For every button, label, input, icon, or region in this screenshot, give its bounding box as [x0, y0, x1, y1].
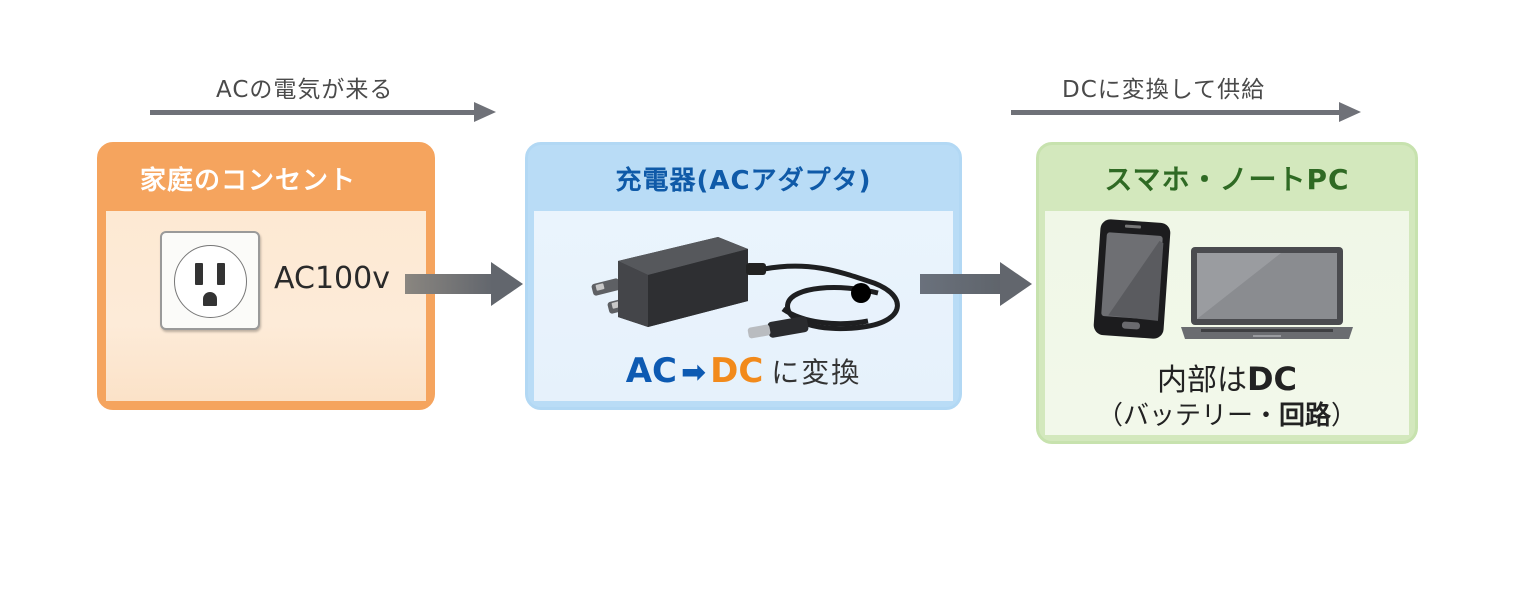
- device-icons: [1093, 219, 1353, 339]
- card-title: 家庭のコンセント: [140, 165, 357, 196]
- arrow-right-icon: [474, 102, 496, 122]
- arrow-right-icon: ➡: [680, 355, 707, 390]
- flow-arrow-ac: [150, 102, 496, 122]
- voltage-label: AC100v: [274, 261, 390, 296]
- power-outlet-icon: [160, 231, 260, 330]
- arrow-right-icon: [491, 262, 523, 306]
- smartphone-icon: [1093, 219, 1171, 339]
- card-title: スマホ・ノートPC: [1104, 163, 1350, 196]
- big-arrow-shaft: [920, 274, 1002, 294]
- conversion-from: AC: [625, 351, 677, 391]
- arrow-right-icon: [1339, 102, 1361, 122]
- outlet-face: [174, 245, 247, 318]
- card-title: 充電器(ACアダプタ): [615, 165, 872, 196]
- card-household-outlet: 家庭のコンセント AC100v: [97, 142, 435, 410]
- card-body: AC100v: [106, 211, 426, 401]
- big-arrow-shaft: [405, 274, 493, 294]
- flow-arrow-dc: [1011, 102, 1361, 122]
- device-components-open: （バッテリー・: [1096, 401, 1279, 431]
- device-dc-prefix: 内部は: [1156, 363, 1247, 398]
- ac-adapter-icon: [591, 237, 900, 339]
- big-arrow-outlet-to-charger: [405, 262, 523, 306]
- big-arrow-charger-to-device: [920, 262, 1032, 306]
- device-dc-label: 内部はDC: [1045, 355, 1409, 399]
- flow-label-ac-incoming: ACの電気が来る: [216, 77, 394, 103]
- outlet-slot-right: [217, 263, 225, 285]
- flow-arrow-shaft: [150, 110, 476, 115]
- device-dc-emphasis: DC: [1246, 360, 1298, 398]
- conversion-to: DC: [710, 351, 764, 391]
- device-components-emphasis: 回路: [1278, 401, 1331, 431]
- device-components-close: ）: [1331, 401, 1358, 431]
- outlet-slot-left: [195, 263, 203, 285]
- laptop-icon: [1181, 247, 1353, 339]
- arrow-right-icon: [1000, 262, 1032, 306]
- outlet-ground-hole: [203, 292, 217, 306]
- card-smartphone-laptop: スマホ・ノートPC 内部はDC （バッテリー・回路）: [1036, 142, 1418, 444]
- flow-label-dc-supply: DCに変換して供給: [1062, 77, 1266, 103]
- device-components-label: （バッテリー・回路）: [1045, 395, 1409, 432]
- conversion-suffix: に変換: [771, 356, 862, 389]
- flow-arrow-shaft: [1011, 110, 1341, 115]
- card-body: 内部はDC （バッテリー・回路）: [1045, 211, 1409, 435]
